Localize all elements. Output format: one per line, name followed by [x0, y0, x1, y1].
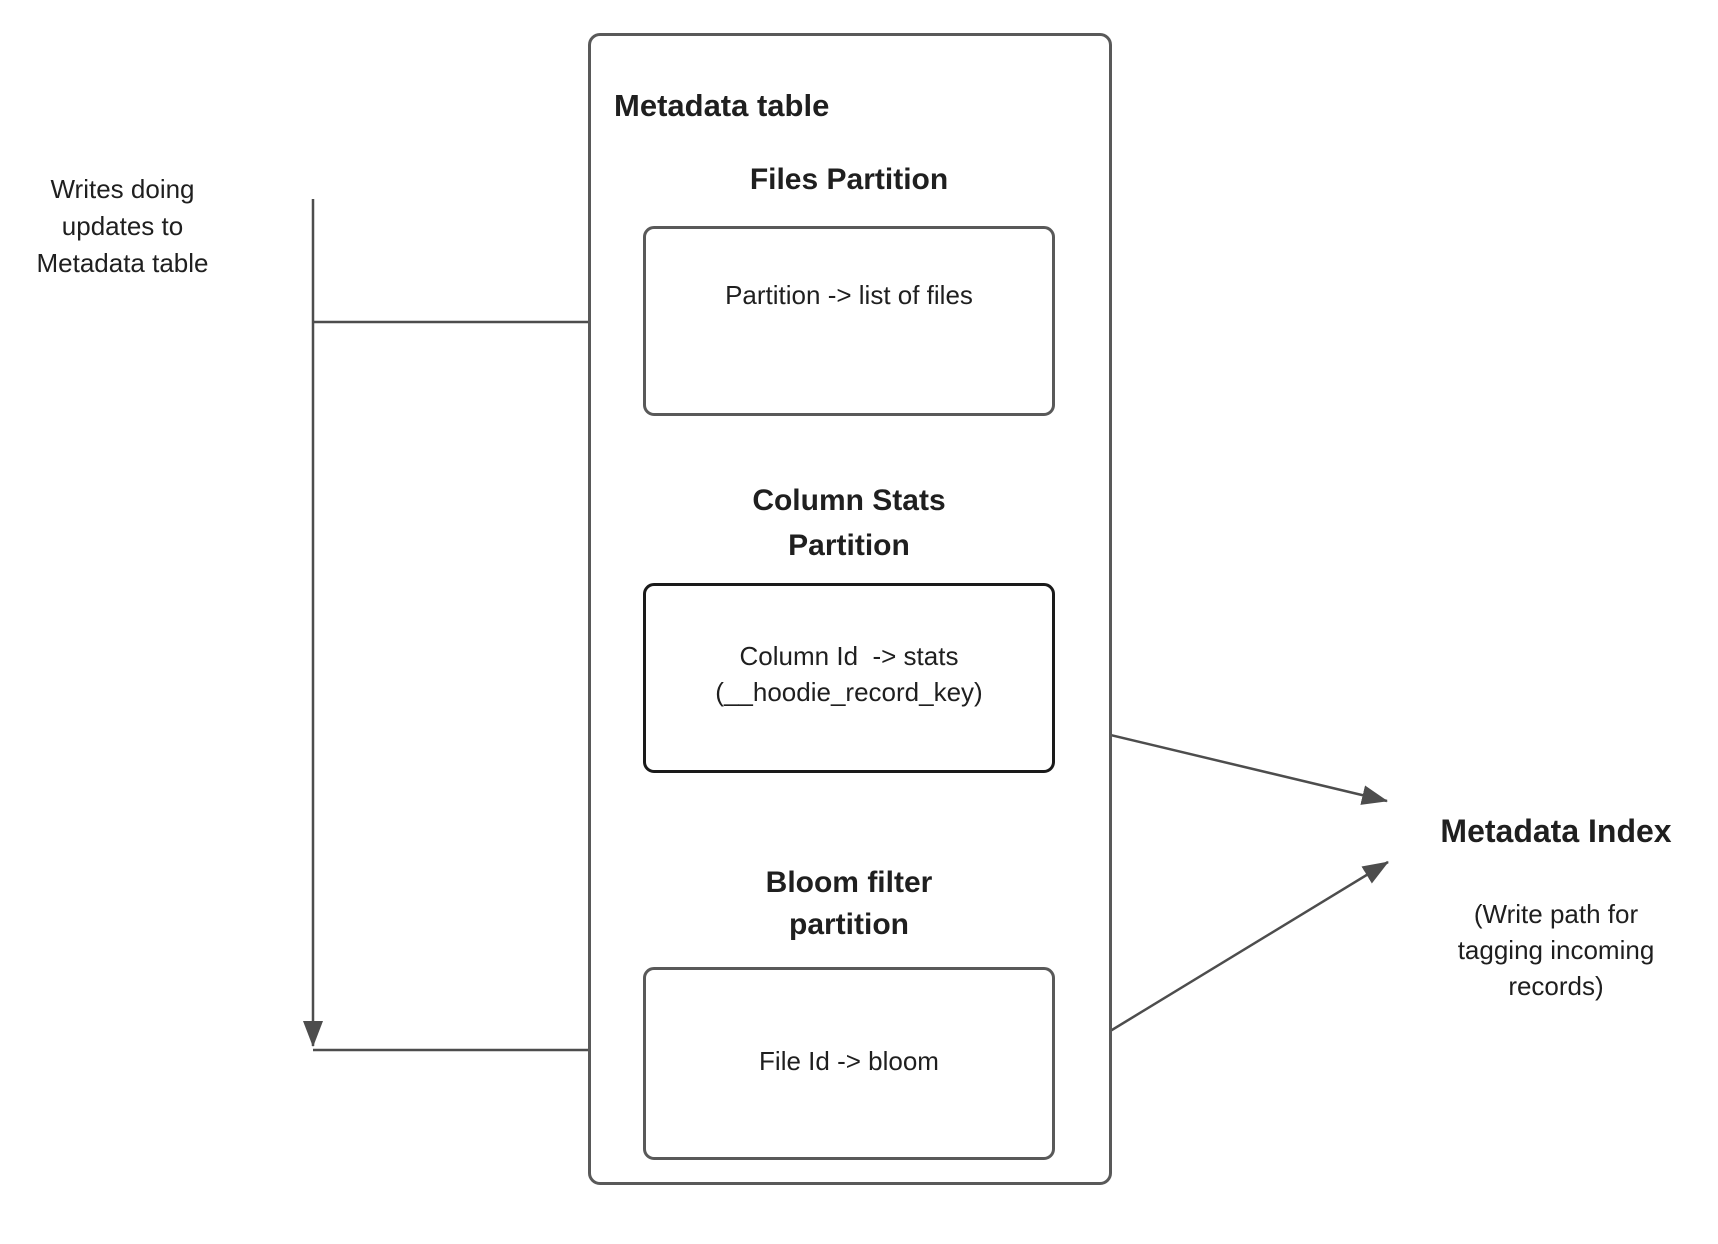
bloom-filter-partition-body: File Id -> bloom — [759, 1046, 939, 1076]
bloom-filter-partition-heading: Bloom filter partition — [765, 866, 933, 941]
metadata-index-title: Metadata Index — [1440, 813, 1672, 849]
metadata-index-subtitle: (Write path for tagging incoming records… — [1457, 899, 1655, 1001]
metadata-table-title: Metadata table — [614, 88, 830, 123]
column-stats-partition-box — [643, 583, 1055, 773]
files-partition-heading: Files Partition — [749, 163, 949, 196]
column-stats-partition-heading: Column Stats Partition — [752, 484, 946, 562]
writes-note-label: Writes doing updates to Metadata table — [36, 174, 209, 278]
files-partition-box — [643, 226, 1055, 416]
column-stats-partition-body: Column Id -> stats (__hoodie_record_key) — [715, 641, 983, 707]
bloom-filter-partition-box — [643, 967, 1055, 1160]
files-partition-body: Partition -> list of files — [725, 280, 973, 310]
